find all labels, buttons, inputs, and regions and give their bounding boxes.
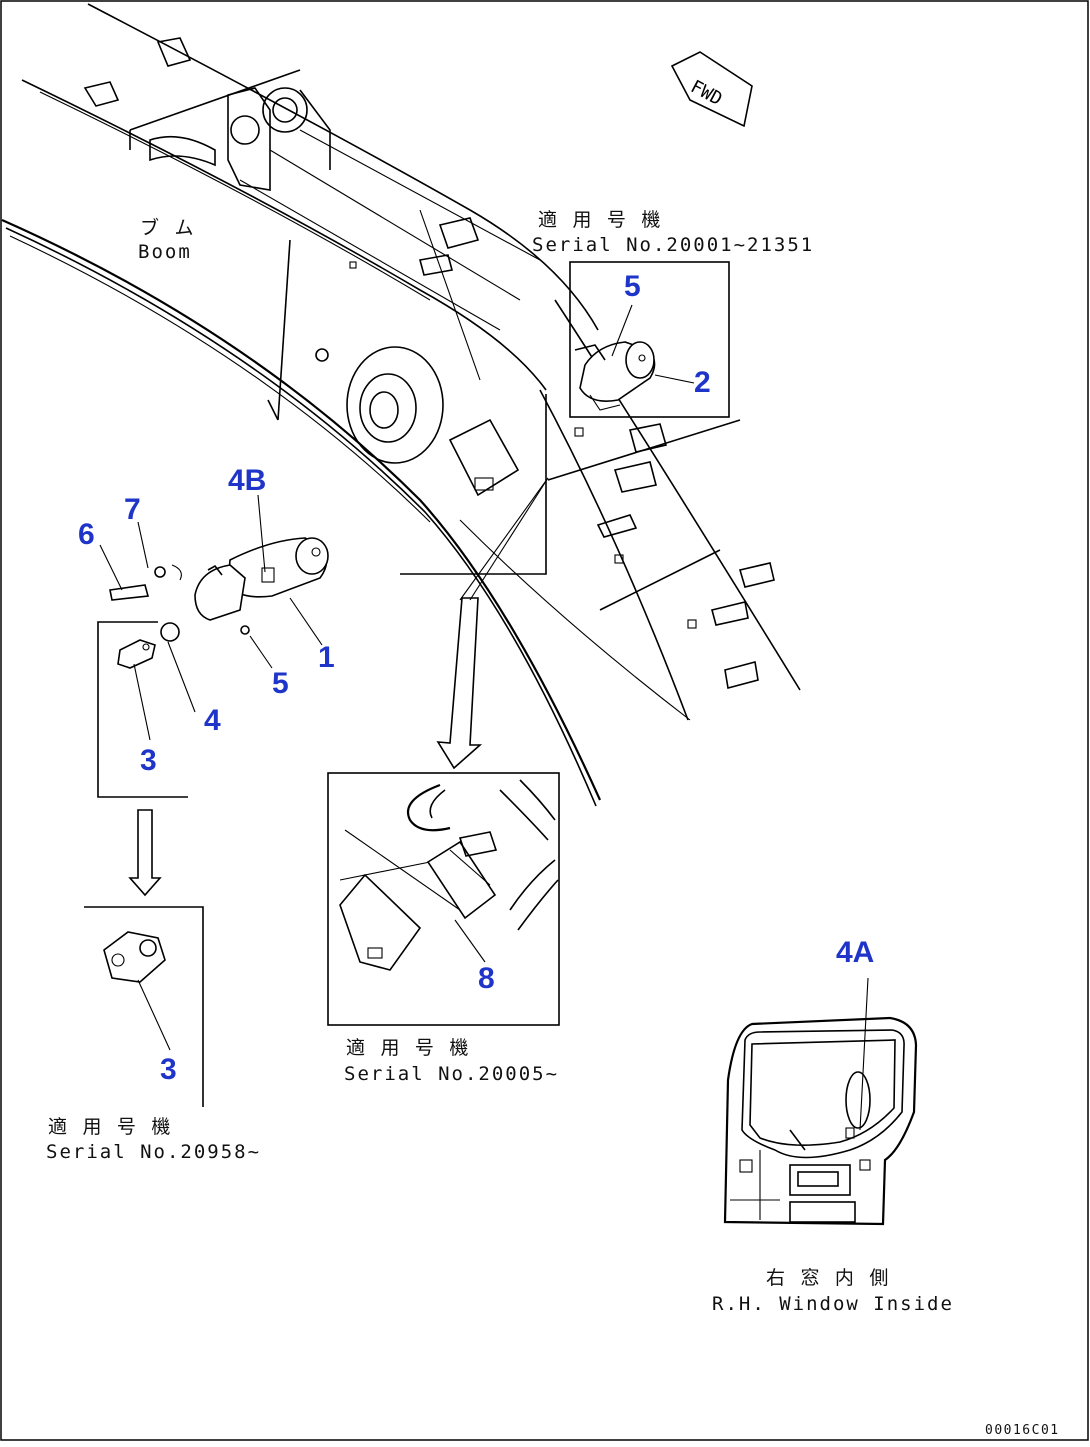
callout-2: 2 [694,366,711,399]
serial-note-left-jp: 適 用 号 機 [48,1116,172,1138]
callout-8: 8 [478,962,495,995]
leader-7 [137,521,149,569]
fwd-arrow: FWD [670,51,753,128]
drawing-code: 00016C01 [985,1423,1060,1438]
inset-box-lamp-top [569,261,730,418]
serial-note-mid-range: Serial No.20005~ [344,1063,559,1085]
work-lamp-assembly [109,537,329,669]
bracket-part-8 [339,779,559,971]
leader-1 [289,597,323,646]
view-indicator-lines [400,394,549,601]
serial-note-top-range: Serial No.20001~21351 [532,234,814,256]
leader-5-left [249,635,273,669]
leader-3-bottom [137,979,171,1051]
view-arrow-left [128,809,162,897]
leader-4b [257,494,266,573]
callout-3-bottom: 3 [160,1053,177,1086]
leader-3-top [133,663,151,741]
inset-box-part-3 [84,906,204,1107]
callout-6: 6 [78,518,95,551]
callout-4: 4 [204,704,221,737]
window-label-jp: 右 窓 内 側 [766,1267,890,1289]
connector-part-3 [103,931,166,983]
leader-4 [167,641,196,713]
callout-4b: 4B [228,464,266,497]
leader-2 [654,374,695,384]
callout-1: 1 [318,641,335,674]
view-arrow-mid [436,597,483,770]
bracket-part-3 [97,621,188,798]
window-label-en: R.H. Window Inside [712,1293,954,1315]
serial-note-top-jp: 適 用 号 機 [538,209,662,231]
inset-box-part-8 [327,772,560,1026]
serial-note-left-range: Serial No.20958~ [46,1141,261,1163]
boom-structure [1,3,801,807]
boom-label-jp: ブ ム [140,216,195,239]
serial-note-mid-jp: 適 用 号 機 [346,1037,470,1059]
callout-3-top: 3 [140,744,157,777]
leader-8 [454,919,486,963]
leader-5-top [611,304,633,357]
callout-4a: 4A [836,936,874,969]
leader-4a [859,977,869,1131]
callout-5-top: 5 [624,270,641,303]
fwd-label: FWD [687,76,726,110]
callout-5-left: 5 [272,667,289,700]
callout-7: 7 [124,493,141,526]
leader-6 [99,544,123,591]
boom-label-en: Boom [138,241,192,263]
cab-window [723,1016,918,1226]
work-lamp-top [574,341,656,411]
